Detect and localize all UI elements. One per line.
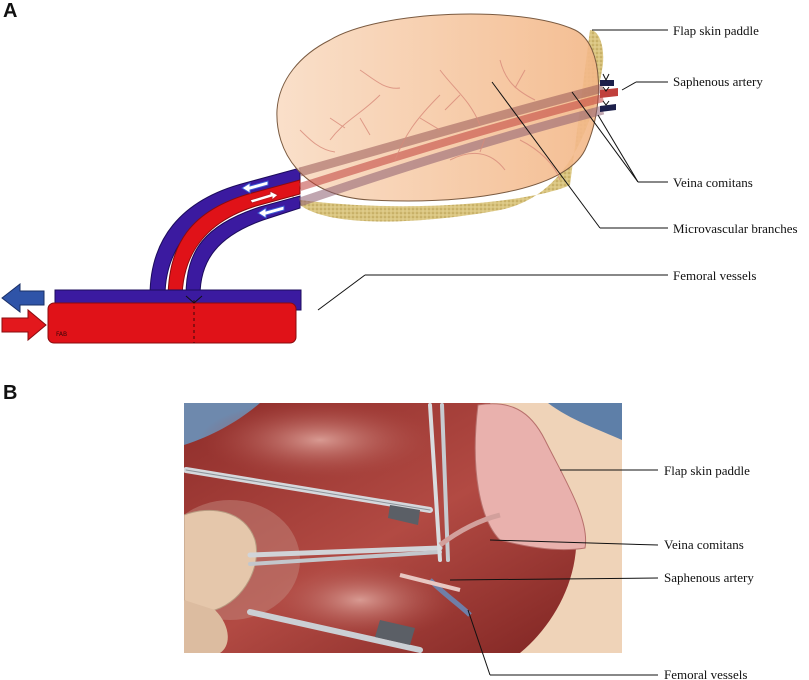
bifurcation-mark — [185, 295, 203, 304]
label-b-saphenous-artery: Saphenous artery — [664, 570, 754, 585]
femoral-artery — [47, 302, 297, 344]
panel-b-letter: B — [3, 382, 18, 404]
label-a-flap-skin-paddle: Flap skin paddle — [673, 23, 759, 38]
leaders-a — [317, 29, 668, 311]
label-a-microvascular-branches: Microvascular branches — [673, 221, 798, 236]
ligated-vessel-ends — [600, 73, 618, 112]
panel-b-photo — [184, 403, 622, 653]
photo-flap — [474, 403, 587, 551]
label-a-veina-comitans: Veina comitans — [673, 175, 753, 190]
label-b-femoral-vessels: Femoral vessels — [664, 667, 747, 680]
panel-a-diagram: FAB — [1, 13, 798, 344]
label-b-flap-skin-paddle: Flap skin paddle — [664, 463, 750, 478]
panel-a-letter: A — [3, 0, 18, 22]
label-a-femoral-vessels: Femoral vessels — [673, 268, 756, 283]
vein-comitans-upper — [149, 167, 301, 297]
surgical-instruments — [184, 403, 450, 653]
label-a-saphenous-artery: Saphenous artery — [673, 74, 763, 89]
label-b-veina-comitans: Veina comitans — [664, 537, 744, 552]
flap-skin-paddle — [276, 13, 599, 202]
vessel-marking: FAB — [56, 331, 67, 338]
venous-outflow-arrow — [1, 282, 45, 314]
arterial-inflow-arrow — [1, 308, 47, 342]
photo-vessels — [399, 512, 501, 617]
microvascular-branches — [299, 59, 561, 181]
leaders-b — [449, 469, 659, 676]
flow-arrows — [241, 180, 285, 219]
intraflap-vessels — [298, 83, 605, 207]
